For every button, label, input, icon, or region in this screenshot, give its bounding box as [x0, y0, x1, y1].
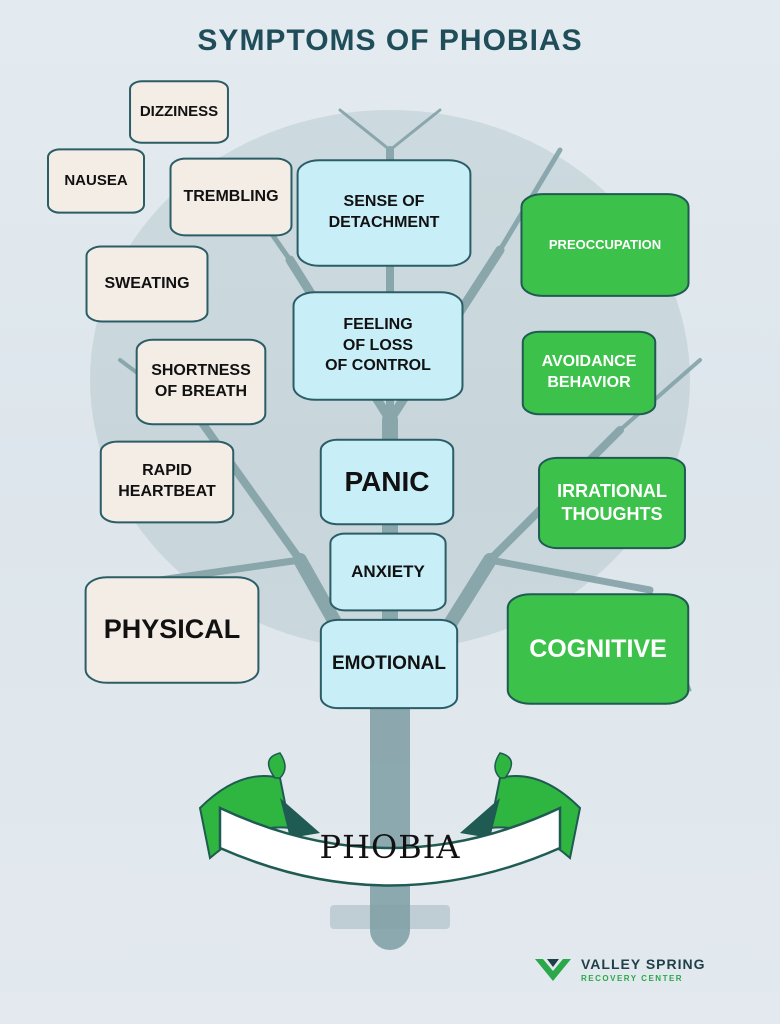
emotional-heading-box: EMOTIONAL	[318, 618, 460, 710]
rapid-heartbeat-frame	[98, 440, 236, 524]
feeling-of-loss-of-control-box: FEELING OF LOSS OF CONTROL	[290, 290, 466, 402]
cognitive-heading-label: COGNITIVE	[529, 634, 667, 663]
dizziness-frame	[128, 80, 230, 144]
dizziness-label: DIZZINESS	[139, 103, 219, 121]
nausea-box: NAUSEA	[46, 148, 146, 214]
emotional-heading-frame	[318, 618, 460, 710]
irrational-thoughts-label: IRRATIONAL THOUGHTS	[557, 480, 667, 524]
page-title: SYMPTOMS OF PHOBIAS	[197, 24, 583, 57]
sweating-frame	[84, 245, 210, 323]
feeling-of-loss-of-control-label: FEELING OF LOSS OF CONTROL	[325, 315, 431, 375]
rapid-heartbeat-label: RAPID HEARTBEAT	[118, 462, 216, 500]
trembling-box: TREMBLING	[168, 157, 294, 237]
dizziness-box: DIZZINESS	[128, 80, 230, 144]
feeling-of-loss-of-control-frame	[290, 290, 466, 402]
valley-spring-logo-icon	[535, 958, 571, 981]
sense-of-detachment-frame	[294, 158, 474, 268]
sense-of-detachment-label: SENSE OF DETACHMENT	[328, 193, 440, 231]
cognitive-heading-frame	[504, 592, 692, 706]
cognitive-heading-box: COGNITIVE	[504, 592, 692, 706]
phobia-banner-label: PHOBIA	[319, 828, 461, 866]
emotional-heading-label: EMOTIONAL	[332, 652, 446, 674]
avoidance-behavior-label: AVOIDANCE BEHAVIOR	[541, 353, 637, 391]
sweating-box: SWEATING	[84, 245, 210, 323]
physical-heading-box: PHYSICAL	[82, 575, 262, 685]
sweating-label: SWEATING	[104, 274, 190, 292]
nausea-label: NAUSEA	[64, 172, 128, 190]
trembling-frame	[168, 157, 294, 237]
sense-of-detachment-box: SENSE OF DETACHMENT	[294, 158, 474, 268]
preoccupation-frame	[518, 192, 692, 298]
logo-name: VALLEY SPRING	[581, 956, 706, 972]
valley-spring-logo: VALLEY SPRING RECOVERY CENTER	[533, 956, 706, 983]
nausea-frame	[46, 148, 146, 214]
shortness-of-breath-box: SHORTNESS OF BREATH	[134, 338, 268, 426]
shortness-of-breath-label: SHORTNESS OF BREATH	[151, 362, 251, 400]
anxiety-frame	[328, 532, 448, 612]
avoidance-behavior-box: AVOIDANCE BEHAVIOR	[520, 330, 658, 416]
physical-heading-label: PHYSICAL	[103, 614, 241, 645]
panic-box: PANIC	[318, 438, 456, 526]
panic-frame	[318, 438, 456, 526]
panic-label: PANIC	[344, 465, 430, 497]
irrational-thoughts-box: IRRATIONAL THOUGHTS	[536, 456, 688, 550]
logo-subtitle: RECOVERY CENTER	[581, 974, 684, 983]
anxiety-label: ANXIETY	[351, 561, 425, 581]
preoccupation-box: PREOCCUPATION	[518, 192, 692, 298]
physical-heading-frame	[82, 575, 262, 685]
phobia-ribbon-banner	[198, 752, 582, 887]
anxiety-box: ANXIETY	[328, 532, 448, 612]
rapid-heartbeat-box: RAPID HEARTBEAT	[98, 440, 236, 524]
trembling-label: TREMBLING	[183, 187, 279, 205]
irrational-thoughts-frame	[536, 456, 688, 550]
shortness-of-breath-frame	[134, 338, 268, 426]
preoccupation-label: PREOCCUPATION	[548, 236, 662, 252]
avoidance-behavior-frame	[520, 330, 658, 416]
